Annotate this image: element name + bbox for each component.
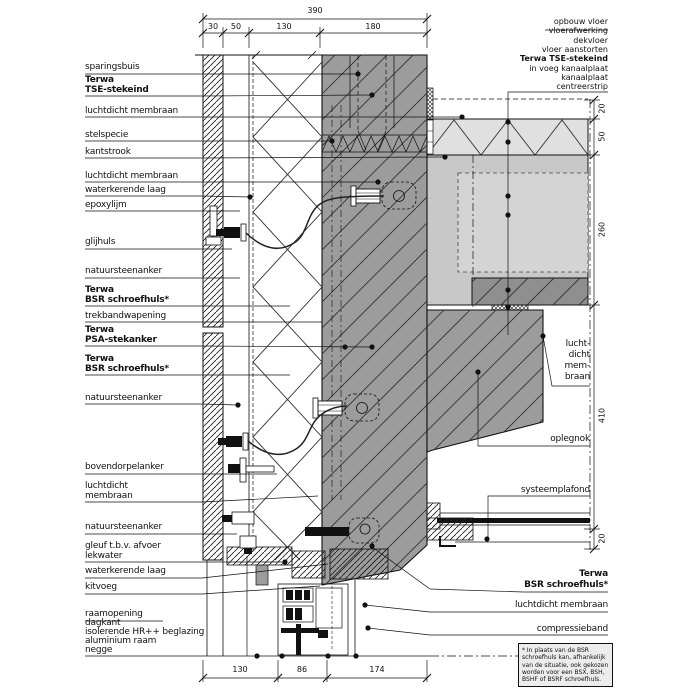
label-terwa-tse-stekeind: Terwa TSE-stekeind <box>519 54 608 63</box>
dim-top-180: 180 <box>365 22 381 31</box>
label-glijhuls: glijhuls <box>85 237 116 247</box>
label-natuursteenanker-1: natuursteenanker <box>85 266 163 276</box>
label-gleuf-afvoer: gleuf t.b.v. afvoer lekwater <box>85 541 161 561</box>
label-luchtdicht-membraan-1: luchtdicht membraan <box>85 106 179 116</box>
dim-right-20a: 20 <box>597 103 607 114</box>
label-bovendorpelanker: bovendorpelanker <box>85 462 164 472</box>
anchors <box>205 181 417 554</box>
dim-top-30: 30 <box>207 22 219 31</box>
dim-right-50: 50 <box>597 131 607 142</box>
label-trekbandwapening: trekbandwapening <box>85 311 166 321</box>
label-kanaalplaat: kanaalplaat <box>561 73 608 82</box>
label-epoxylijm: epoxylijm <box>85 200 127 210</box>
label-luchtdicht-membraan-right: luchtdicht membraan <box>514 600 608 610</box>
dim-bottom-130: 130 <box>232 665 248 674</box>
label-vloer-aanstorten: vloer aanstorten <box>541 45 608 54</box>
insulation-zigzag <box>252 61 323 561</box>
label-aluminium-raam: aluminium raam <box>85 636 157 646</box>
stone-anchor-mid <box>247 405 348 456</box>
label-vloerafwerking: vloerafwerking <box>548 26 608 35</box>
label-terwa-tse: Terwa TSE-stekeind <box>85 75 149 95</box>
label-stelspecie: stelspecie <box>85 130 129 140</box>
label-terwa-bsr-right: Terwa BSR schroefhuls* <box>524 569 608 590</box>
label-kantstrook: kantstrook <box>85 147 131 157</box>
label-natuursteenanker-3: natuursteenanker <box>85 522 163 532</box>
dim-bottom-174: 174 <box>369 665 385 674</box>
label-dagkant: dagkant <box>85 618 121 628</box>
label-kitvoeg: kitvoeg <box>85 582 117 592</box>
label-beglazing: isolerende HR++ beglazing <box>85 627 205 637</box>
label-opbouw-vloer: opbouw vloer <box>553 17 608 26</box>
leader-dots <box>235 71 546 659</box>
label-natuursteenanker-2: natuursteenanker <box>85 393 163 403</box>
label-terwa-bsr-1: Terwa BSR schroefhuls* <box>85 285 169 305</box>
dim-top-50: 50 <box>230 22 242 31</box>
window-area <box>206 517 474 656</box>
label-negge: negge <box>85 645 113 655</box>
dim-right-20b: 20 <box>597 533 607 544</box>
label-waterkerende-laag-1: waterkerende laag <box>85 185 166 195</box>
bsr-bolt-mid <box>317 400 343 416</box>
label-raamopening: raamopening <box>85 609 143 619</box>
label-terwa-bsr-2: Terwa BSR schroefhuls* <box>85 354 169 374</box>
aluminium-frame <box>277 583 349 656</box>
label-compressieband: compressieband <box>536 624 608 634</box>
label-in-voeg-kanaalplaat: in voeg kanaalplaat <box>529 64 608 73</box>
dimension-lines <box>198 13 600 683</box>
label-waterkerende-laag-2: waterkerende laag <box>85 566 166 576</box>
dim-top-total: 390 <box>307 6 323 15</box>
stone-anchor-upper <box>245 195 385 250</box>
glazing-bar <box>296 624 301 655</box>
label-luchtdicht-membraan-2: luchtdicht membraan <box>85 171 179 181</box>
label-sparingsbuis: sparingsbuis <box>85 62 140 72</box>
floor-assembly <box>421 87 591 553</box>
bovendorpel-bracket <box>239 457 247 483</box>
dim-top-130: 130 <box>276 22 292 31</box>
label-luchtdicht-membraan-3: luchtdicht membraan <box>85 481 133 501</box>
stone-panel-lower <box>202 332 224 561</box>
label-systeemplafond: systeemplafond <box>520 485 590 495</box>
label-terwa-psa: Terwa PSA-stekanker <box>85 325 157 345</box>
window-anchor-bolt <box>305 527 349 536</box>
label-luchtdicht-membraan-right-block: lucht- dicht mem- braan <box>564 339 590 382</box>
footnote-box: * In plaats van de BSR schroefhuls kan, … <box>518 643 613 688</box>
dim-right-410: 410 <box>597 407 607 424</box>
label-centreerstrip: centreerstrip <box>556 82 608 91</box>
label-oplegnok: oplegnok <box>550 434 590 444</box>
cladding-and-insulation <box>202 54 323 561</box>
stelspecie-band <box>321 135 428 153</box>
glijhuls-sleeve <box>209 205 218 237</box>
concrete-wall <box>321 54 544 586</box>
dim-bottom-86: 86 <box>296 665 308 674</box>
leader-lines <box>85 29 608 636</box>
dim-right-260: 260 <box>597 221 607 238</box>
label-dekvloer: dekvloer <box>573 36 608 45</box>
